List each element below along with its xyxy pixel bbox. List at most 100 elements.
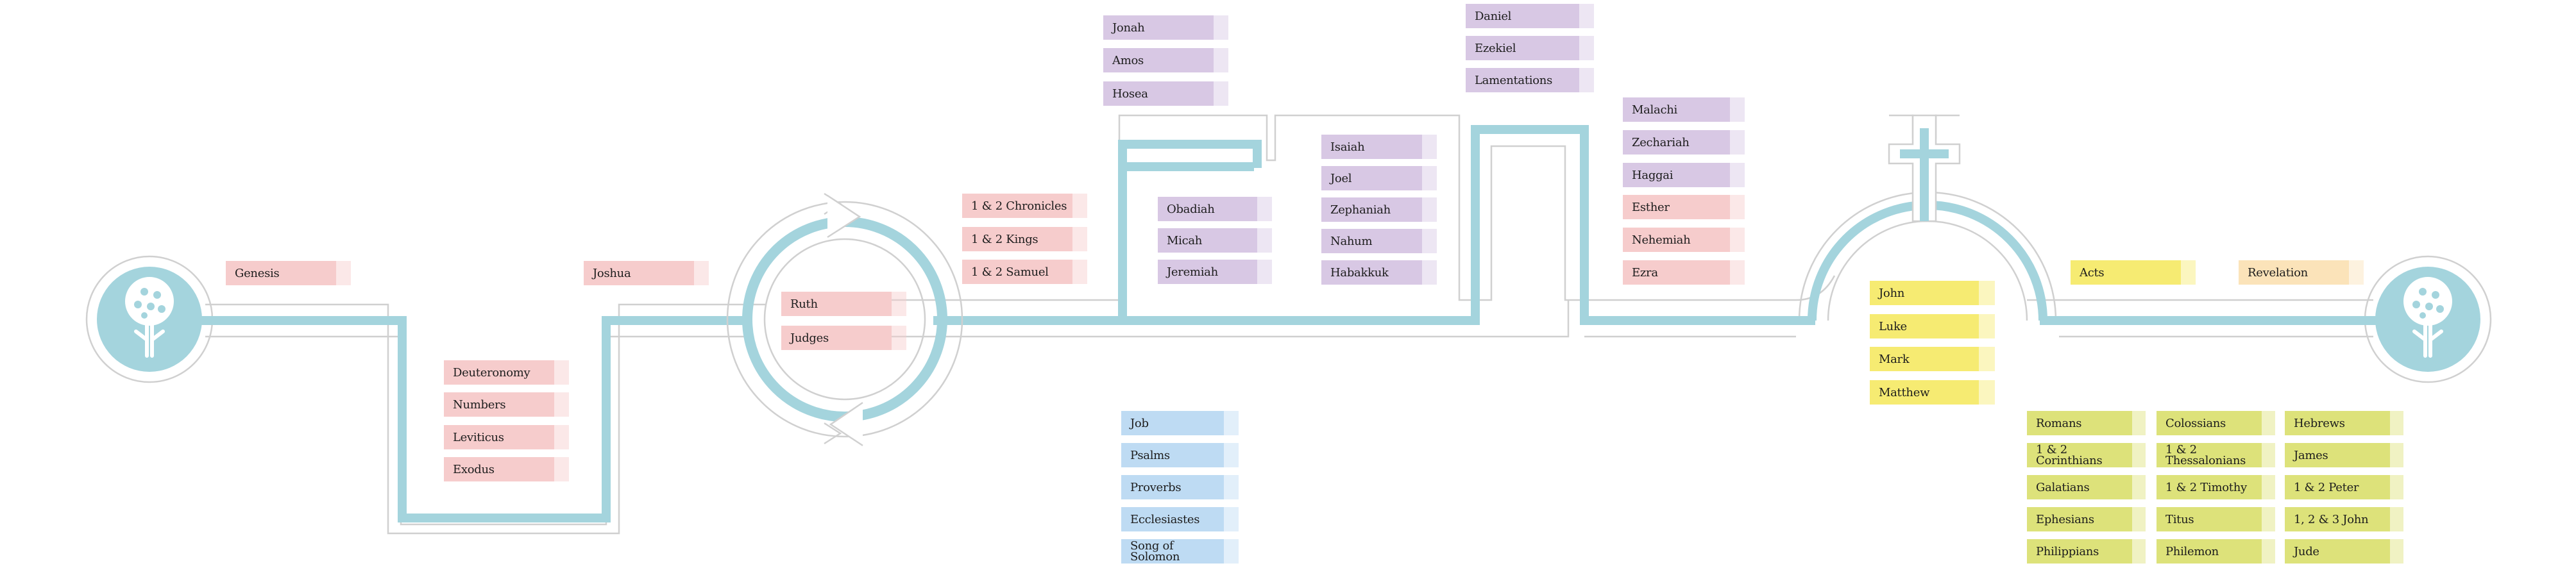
book-name: Ecclesiastes <box>1130 512 1200 526</box>
book-label[interactable]: Romans <box>2027 411 2146 435</box>
book-label[interactable]: Exodus <box>444 457 569 481</box>
book-label[interactable]: Obadiah <box>1158 197 1272 221</box>
book-name: 1 & 2 Samuel <box>971 265 1049 279</box>
book-label[interactable]: Amos <box>1103 48 1228 72</box>
book-label[interactable]: 1 & 2 Thessalonians <box>2157 443 2275 467</box>
book-label[interactable]: Ezra <box>1623 260 1745 285</box>
book-label[interactable]: Titus <box>2157 507 2275 531</box>
book-label[interactable]: Leviticus <box>444 425 569 449</box>
book-label[interactable]: Mark <box>1870 347 1995 371</box>
book-label[interactable]: Philemon <box>2157 539 2275 564</box>
book-label[interactable]: Nahum <box>1321 229 1437 253</box>
tree-of-life-icon-start <box>97 267 202 372</box>
book-label[interactable]: 1 & 2 Corinthians <box>2027 443 2146 467</box>
book-label[interactable]: Micah <box>1158 228 1272 253</box>
book-label[interactable]: James <box>2285 443 2403 467</box>
book-label[interactable]: 1, 2 & 3 John <box>2285 507 2403 531</box>
book-name: 1 & 2 Timothy <box>2165 480 2247 494</box>
book-name: Ezekiel <box>1475 41 1516 55</box>
book-name: John <box>1879 286 1905 300</box>
book-label[interactable]: Ephesians <box>2027 507 2146 531</box>
book-label[interactable]: 1 & 2 Samuel <box>962 260 1087 284</box>
book-name: Luke <box>1879 319 1907 333</box>
book-label[interactable]: Hosea <box>1103 81 1228 106</box>
book-name: Micah <box>1167 233 1203 247</box>
book-label[interactable]: Joel <box>1321 166 1437 190</box>
book-name: Isaiah <box>1330 140 1365 154</box>
book-label[interactable]: Isaiah <box>1321 135 1437 159</box>
book-name: 1 & 2 Thessalonians <box>2165 443 2246 467</box>
cross-icon <box>1888 114 1961 222</box>
book-label[interactable]: Jeremiah <box>1158 260 1272 284</box>
book-label[interactable]: Ezekiel <box>1466 36 1594 60</box>
book-name: Song of Solomon <box>1130 539 1180 564</box>
book-label[interactable]: Zechariah <box>1623 130 1745 155</box>
book-name: Esther <box>1632 200 1670 214</box>
book-label[interactable]: Song of Solomon <box>1121 539 1239 564</box>
cycle-loop <box>726 194 963 447</box>
book-label[interactable]: Daniel <box>1466 4 1594 28</box>
book-name: Joshua <box>593 266 631 280</box>
book-label[interactable]: Joshua <box>584 261 709 285</box>
book-label[interactable]: Deuteronomy <box>444 360 569 385</box>
book-label[interactable]: Genesis <box>226 261 351 285</box>
book-label[interactable]: 1 & 2 Timothy <box>2157 475 2275 499</box>
book-label[interactable]: Matthew <box>1870 380 1995 405</box>
book-name: Daniel <box>1475 9 1512 23</box>
book-label[interactable]: Jude <box>2285 539 2403 564</box>
book-label[interactable]: 1 & 2 Chronicles <box>962 194 1087 218</box>
book-name: Nehemiah <box>1632 233 1691 247</box>
book-label[interactable]: Revelation <box>2239 260 2364 285</box>
book-label[interactable]: Hebrews <box>2285 411 2403 435</box>
book-name: Romans <box>2036 416 2082 430</box>
book-label[interactable]: Job <box>1121 411 1239 435</box>
book-label[interactable]: Jonah <box>1103 15 1228 40</box>
book-label[interactable]: Luke <box>1870 314 1995 338</box>
book-label[interactable]: 1 & 2 Kings <box>962 227 1087 251</box>
book-label[interactable]: Numbers <box>444 392 569 417</box>
book-label[interactable]: Lamentations <box>1466 68 1594 92</box>
book-name: Job <box>1130 416 1149 430</box>
book-name: Nahum <box>1330 234 1373 248</box>
book-label[interactable]: 1 & 2 Peter <box>2285 475 2403 499</box>
book-name: Jude <box>2294 544 2319 558</box>
book-label[interactable]: Psalms <box>1121 443 1239 467</box>
book-label[interactable]: John <box>1870 281 1995 305</box>
tree-of-life-icon-end <box>2375 267 2480 372</box>
book-name: Exodus <box>453 462 495 476</box>
book-name: Amos <box>1112 53 1144 67</box>
book-name: Acts <box>2080 265 2105 280</box>
book-name: Mark <box>1879 352 1910 366</box>
book-name: Galatians <box>2036 480 2090 494</box>
book-name: Ephesians <box>2036 512 2094 526</box>
book-name: Colossians <box>2165 416 2226 430</box>
book-name: Zephaniah <box>1330 203 1391 217</box>
book-name: Philemon <box>2165 544 2219 558</box>
cycle-arrow-top <box>827 194 861 238</box>
book-label[interactable]: Malachi <box>1623 97 1745 122</box>
book-name: Hebrews <box>2294 416 2345 430</box>
book-label[interactable]: Ecclesiastes <box>1121 507 1239 531</box>
book-name: Deuteronomy <box>453 365 530 380</box>
cycle-arrow-bottom <box>829 401 863 447</box>
book-name: Matthew <box>1879 385 1930 399</box>
book-name: Ruth <box>790 297 818 311</box>
book-name: Revelation <box>2248 265 2308 280</box>
book-name: 1, 2 & 3 John <box>2294 512 2369 526</box>
book-label[interactable]: Nehemiah <box>1623 228 1745 252</box>
book-label[interactable]: Haggai <box>1623 163 1745 187</box>
book-label[interactable]: Proverbs <box>1121 475 1239 499</box>
book-label[interactable]: Esther <box>1623 195 1745 219</box>
book-label[interactable]: Acts <box>2071 260 2196 285</box>
book-label[interactable]: Ruth <box>781 292 906 316</box>
book-name: 1 & 2 Chronicles <box>971 199 1067 213</box>
book-label[interactable]: Zephaniah <box>1321 197 1437 222</box>
book-label[interactable]: Galatians <box>2027 475 2146 499</box>
book-label[interactable]: Colossians <box>2157 411 2275 435</box>
book-label[interactable]: Philippians <box>2027 539 2146 564</box>
book-label[interactable]: Judges <box>781 326 906 350</box>
book-name: 1 & 2 Kings <box>971 232 1038 246</box>
book-name: Malachi <box>1632 103 1677 117</box>
book-label[interactable]: Habakkuk <box>1321 260 1437 285</box>
